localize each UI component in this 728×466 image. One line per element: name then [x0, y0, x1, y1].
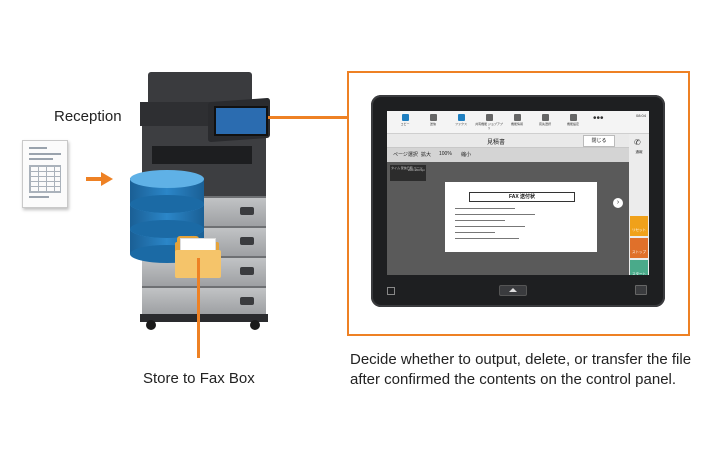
reception-label: Reception	[54, 108, 122, 125]
clock-text: 08:04	[635, 113, 646, 118]
destination-button[interactable]: 宛先選択	[531, 114, 559, 132]
control-panel-zoom-frame	[347, 71, 690, 336]
next-page-icon[interactable]: ›	[613, 198, 623, 208]
fax-page-preview: FAX 送付状	[445, 182, 597, 252]
arrow-head	[101, 172, 113, 186]
panel-toolbar: コピー 送信 ファクス 共有機能 ジョブアプリ 機能情報 宛先選択 機能設定 •…	[387, 111, 649, 134]
store-label: Store to Fax Box	[143, 370, 255, 387]
page-thumbnail[interactable]: タイム 受信日時 ページ 200×200 dpi	[390, 165, 426, 181]
control-panel-screen: コピー 送信 ファクス 共有機能 ジョブアプリ 機能情報 宛先選択 機能設定 •…	[387, 111, 649, 275]
settings-button[interactable]: 機能設定	[559, 114, 587, 132]
nfc-icon	[387, 287, 395, 295]
close-button[interactable]: 閉じる	[583, 135, 615, 147]
side-panel: ✆ 通報 リセット ストップ スタート	[629, 134, 649, 275]
send-button[interactable]: 送信	[419, 114, 447, 132]
phone-icon[interactable]: ✆	[634, 138, 641, 147]
stop-button[interactable]: ストップ	[630, 238, 648, 258]
page-select-button[interactable]: ページ選択	[393, 152, 418, 158]
job-app-button[interactable]: 共有機能 ジョブアプリ	[475, 114, 503, 132]
fax-button[interactable]: ファクス	[447, 114, 475, 132]
function-info-button[interactable]: 機能情報	[503, 114, 531, 132]
notify-button[interactable]: 通報	[635, 150, 643, 154]
fax-title: FAX 送付状	[469, 192, 575, 202]
zoom-connector	[268, 116, 348, 119]
control-panel-tablet: コピー 送信 ファクス 共有機能 ジョブアプリ 機能情報 宛先選択 機能設定 •…	[371, 95, 665, 307]
reset-button[interactable]: リセット	[630, 216, 648, 236]
home-button[interactable]	[499, 285, 527, 296]
document-header: 見積書 閉じる	[387, 134, 629, 148]
zoom-in-button[interactable]: 拡大	[421, 152, 432, 158]
zoom-level-text: 100%	[439, 151, 452, 157]
mfp-panel-screen	[214, 106, 268, 136]
start-button[interactable]: スタート	[630, 260, 648, 275]
power-button[interactable]	[635, 285, 647, 295]
database-icon	[130, 170, 204, 270]
arrow-right-icon	[86, 177, 102, 181]
fax-document-icon	[22, 140, 68, 208]
zoom-toolbar: ページ選択 拡大 100% 縮小	[387, 148, 629, 162]
zoom-out-button[interactable]: 縮小	[461, 152, 472, 158]
document-preview: タイム 受信日時 ページ 200×200 dpi FAX 送付状 ›	[387, 162, 629, 275]
document-title: 見積書	[487, 140, 506, 146]
copy-button[interactable]: コピー	[391, 114, 419, 132]
caption-text: Decide whether to output, delete, or tra…	[350, 351, 692, 388]
store-connector	[197, 258, 200, 358]
more-menu-icon[interactable]: •••	[593, 113, 604, 124]
